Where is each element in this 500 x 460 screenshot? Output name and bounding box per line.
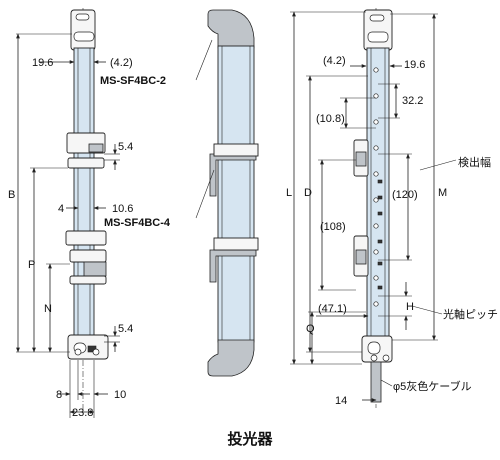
receiver-body: [217, 45, 255, 343]
side-view: (4.2) 19.6 32.2 (10.8) (120) (108) (47.1…: [286, 8, 498, 408]
dim-10-8: (10.8): [316, 113, 345, 125]
emitter-body: [73, 47, 95, 339]
label-ms-sf4bc-2: MS-SF4BC-2: [100, 75, 166, 87]
dim-height-p: P: [28, 259, 35, 271]
label-ms-sf4bc-4: MS-SF4BC-4: [104, 217, 171, 229]
dim-47-1: (47.1): [318, 303, 347, 315]
bottom-cap: [207, 339, 255, 377]
dim-height-q: Q: [306, 323, 315, 335]
dim-height-d: D: [304, 187, 312, 199]
dim-width-14: 14: [335, 395, 347, 407]
dim-width-mid-b: 10.6: [112, 203, 133, 215]
dim-width-mid-a: 4: [58, 203, 64, 215]
beam-holes: [373, 67, 383, 307]
label-detection-width: 検出幅: [458, 155, 491, 169]
dim-height-b: B: [8, 189, 15, 201]
dim-width-top: 19.6: [32, 57, 53, 69]
top-cap: [207, 9, 255, 49]
dim-height-h: H: [406, 301, 414, 313]
dim-120: (120): [392, 189, 418, 201]
dim-offset-top: (4.2): [110, 57, 133, 69]
dim-gap-lower: 5.4: [118, 323, 133, 335]
dim-height-m: M: [438, 187, 447, 199]
front-view: 19.6 (4.2) 5.4 4 10.6 5.4 B P N 8 10 23.…: [8, 8, 133, 419]
dim-width-bottom-b: 10: [114, 389, 126, 401]
dim-width-bottom-a: 8: [56, 389, 62, 401]
caption-emitter: 投光器: [227, 430, 273, 448]
dim-width-bottom-total: 23.8: [72, 407, 93, 419]
dim-side-width-top: 19.6: [404, 59, 425, 71]
middle-view: MS-SF4BC-2 MS-SF4BC-4: [100, 9, 259, 377]
dim-108: (108): [320, 221, 346, 233]
dim-side-offset-top: (4.2): [323, 55, 346, 67]
label-axis-pitch: 光軸ピッチ: [443, 307, 498, 321]
cable: [370, 361, 382, 403]
dim-gap-upper: 5.4: [118, 141, 133, 153]
label-cable: φ5灰色ケーブル: [393, 379, 472, 393]
dim-height-n: N: [44, 303, 52, 315]
middle-bracket-lower: [65, 230, 107, 246]
dim-height-l: L: [286, 187, 292, 199]
dim-32-2: 32.2: [402, 95, 423, 107]
